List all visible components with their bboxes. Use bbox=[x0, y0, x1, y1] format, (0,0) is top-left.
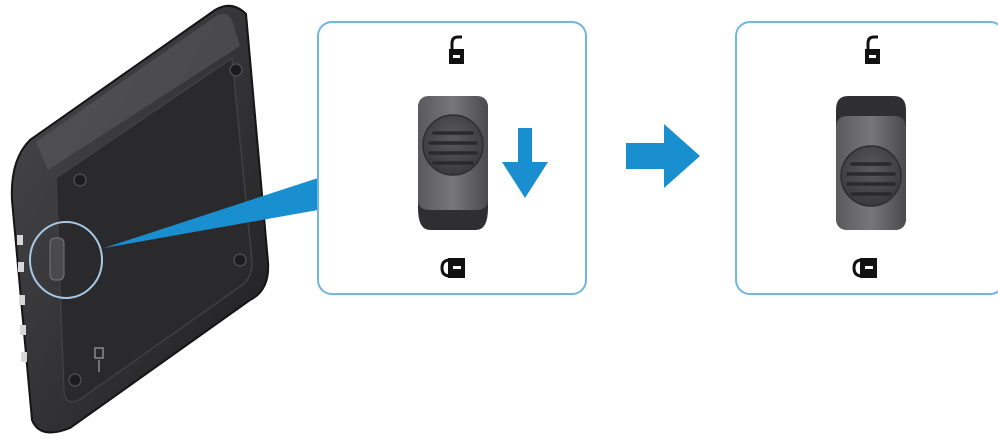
scanner-lid-edge bbox=[36, 13, 240, 170]
unlock-icon bbox=[865, 35, 880, 64]
lock-icon bbox=[440, 258, 465, 278]
lock-switch-after bbox=[836, 96, 906, 230]
lock-switch-before bbox=[418, 96, 488, 230]
lock-icon bbox=[852, 258, 877, 278]
scanner-inner-panel bbox=[55, 56, 253, 403]
arrow-down-icon bbox=[502, 128, 548, 198]
callout-beam bbox=[104, 178, 318, 248]
switch-highlight-circle bbox=[29, 221, 103, 299]
scanner-front-slots bbox=[17, 235, 27, 362]
scanner-feet bbox=[68, 63, 247, 387]
arrow-right-icon bbox=[626, 124, 700, 188]
panel-after bbox=[735, 21, 998, 295]
scanner-lock-switch bbox=[49, 237, 65, 281]
scanner-label-symbol bbox=[94, 347, 104, 372]
unlock-icon bbox=[449, 35, 464, 64]
panel-before bbox=[317, 21, 587, 295]
scanner-device bbox=[10, 4, 270, 434]
